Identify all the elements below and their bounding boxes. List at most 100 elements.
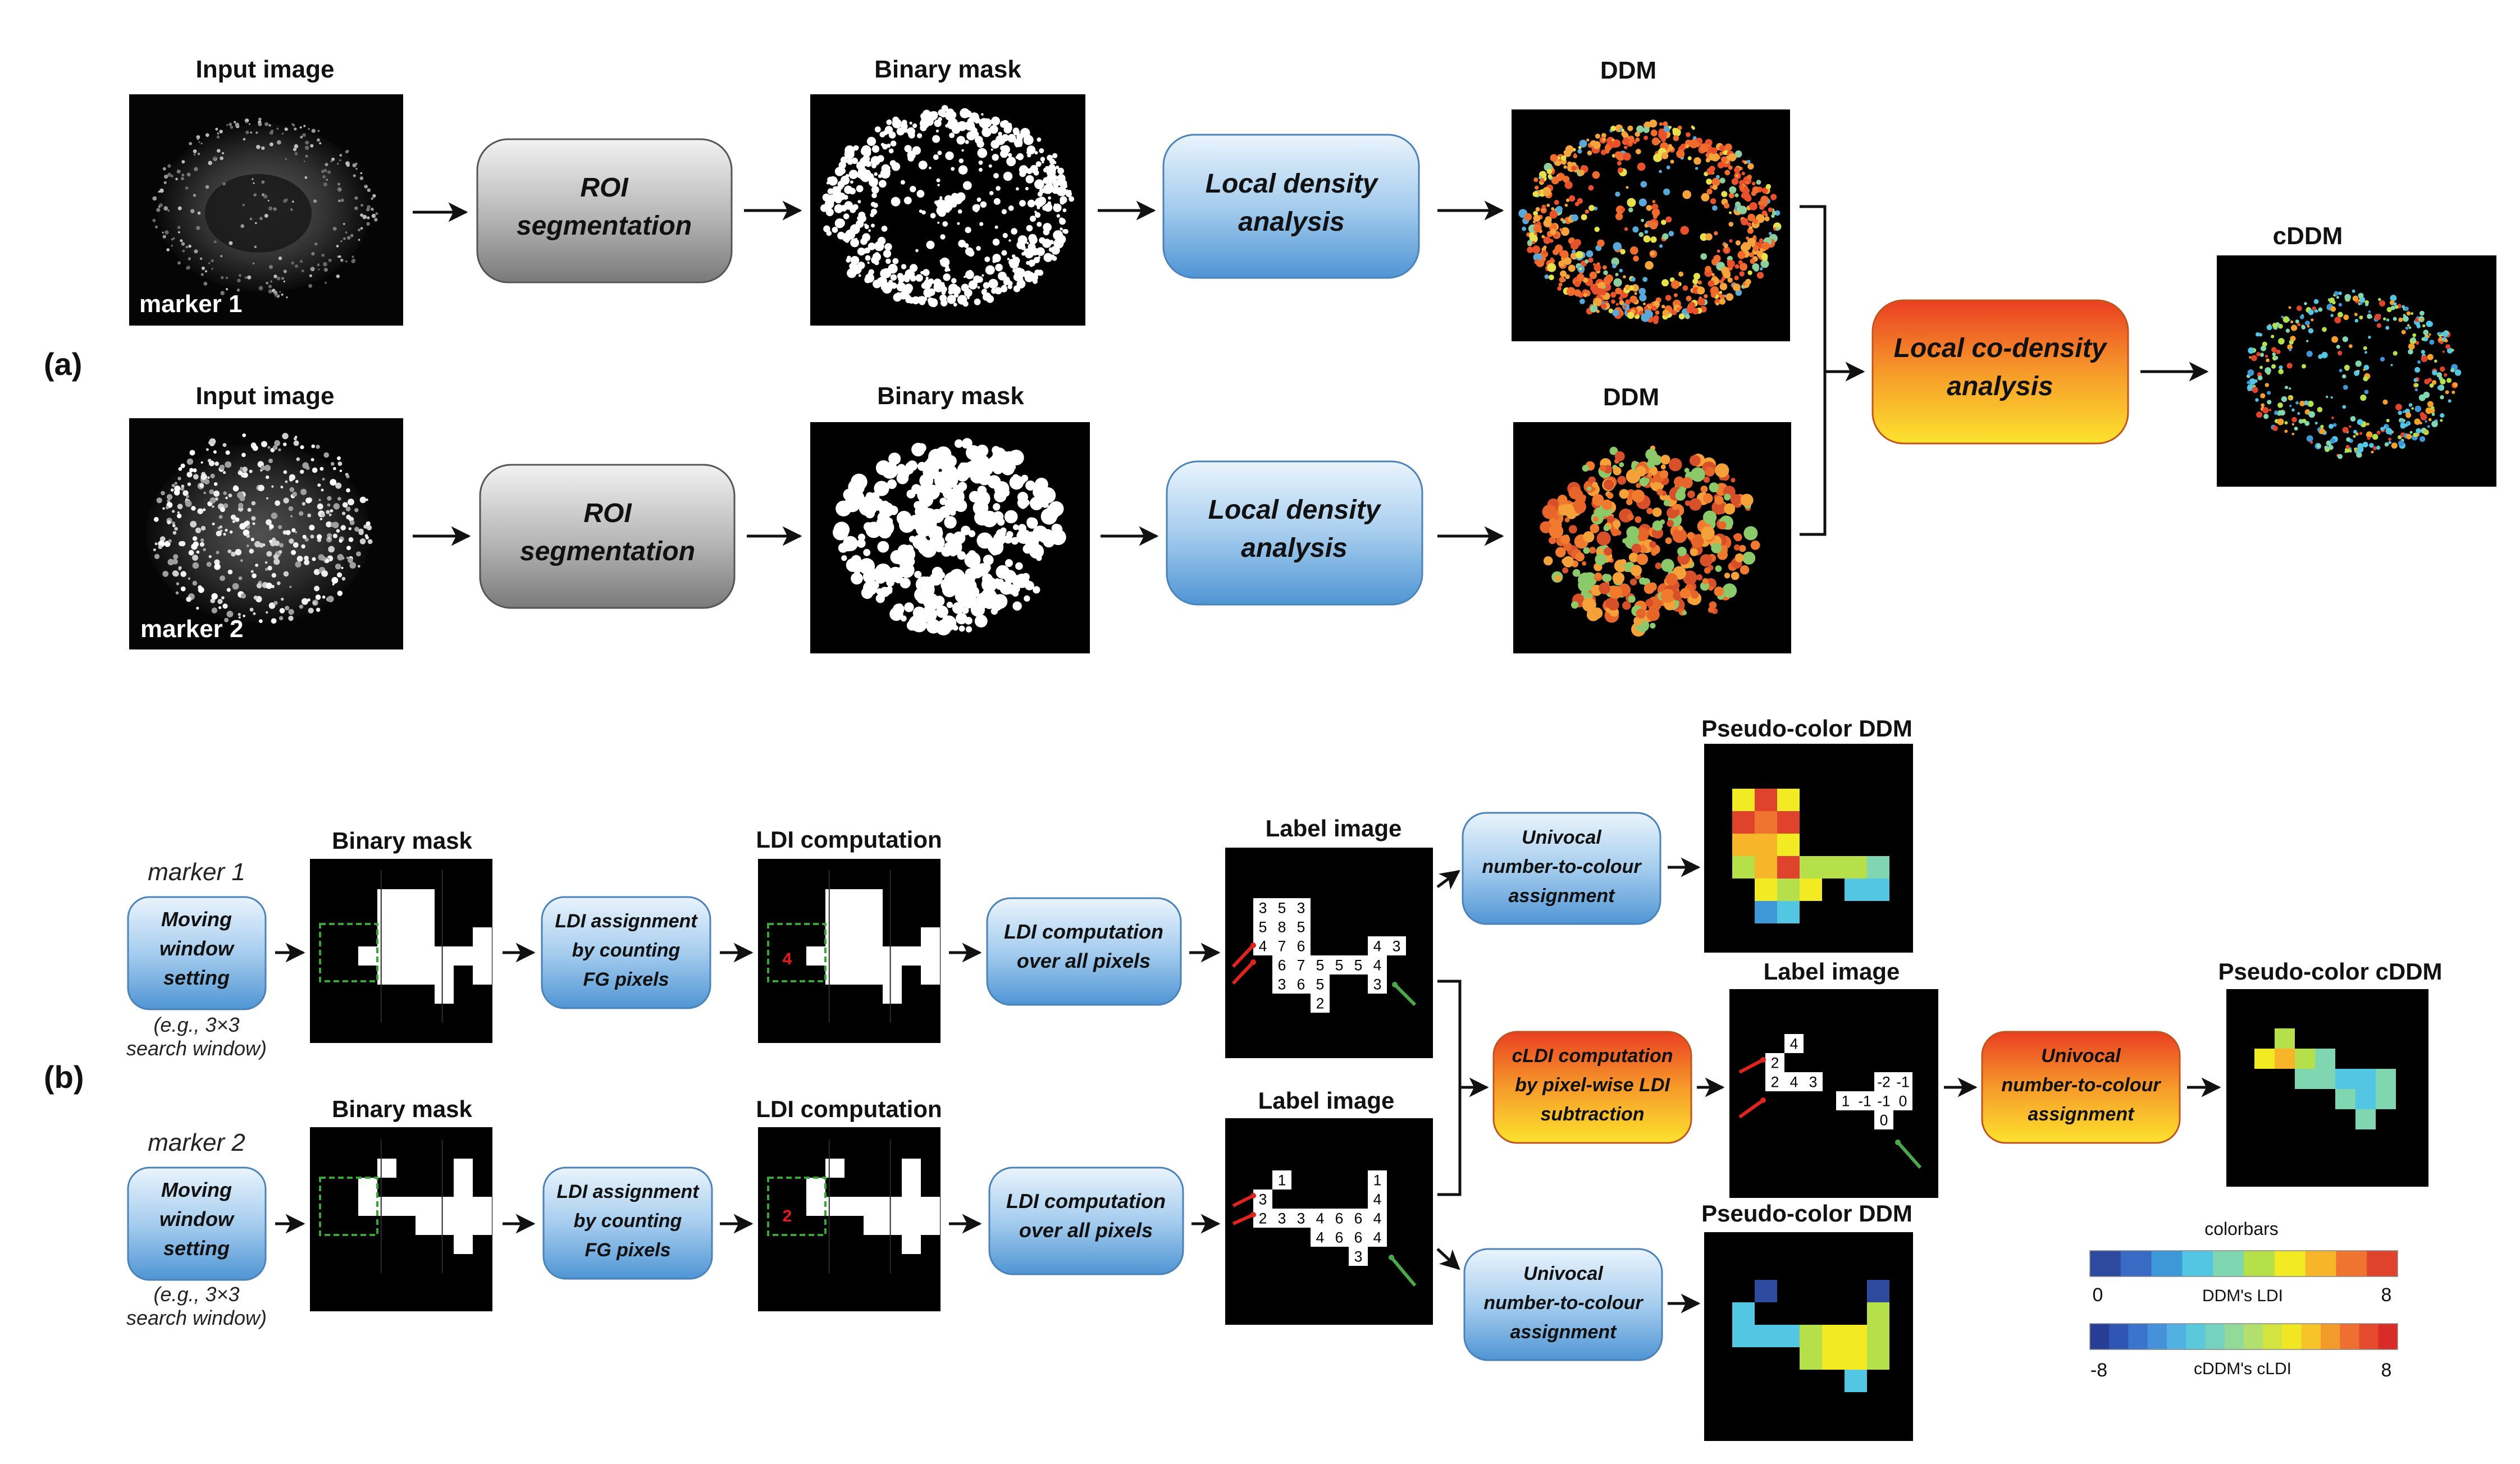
image-speckle — [339, 159, 341, 162]
image-speckle — [330, 509, 334, 513]
cddm-blob — [2338, 291, 2342, 295]
image-speckle — [357, 565, 360, 568]
mask-blob — [967, 249, 975, 257]
image-speckle — [153, 548, 156, 551]
mask-blob — [893, 293, 902, 302]
image-speckle — [253, 193, 257, 197]
image-speckle — [364, 534, 368, 538]
mask-blob — [1048, 204, 1052, 207]
cddm-blob — [2339, 369, 2343, 373]
label-cell — [1368, 955, 1387, 975]
mask-blob — [1053, 238, 1064, 249]
mask-blob — [851, 555, 862, 566]
mask-blob — [883, 249, 892, 258]
cddm-blob — [2304, 420, 2310, 426]
ddm-blob — [1756, 180, 1761, 185]
ddm-blob — [1568, 264, 1576, 272]
ddm-blob — [1729, 211, 1732, 214]
cddm-blob — [2260, 345, 2267, 351]
cddm-blob — [2423, 391, 2430, 399]
pseudo-pixel — [1867, 879, 1889, 901]
univocal-box-2: Univocal number-to-colour assignment — [1463, 1248, 1663, 1361]
ddm-blob — [1684, 314, 1690, 319]
image-speckle — [318, 498, 321, 501]
cddm-blob — [2329, 297, 2335, 303]
image-speckle — [213, 482, 218, 486]
mask-blob — [915, 249, 919, 253]
image-speckle — [194, 249, 198, 254]
ddm-blob — [1541, 235, 1545, 239]
image-speckle — [250, 131, 252, 134]
image-speckle — [302, 133, 306, 137]
pseudo-pixel — [1845, 1347, 1867, 1370]
mask-blob — [867, 275, 871, 279]
ddm-blob — [1693, 273, 1700, 280]
ddm-blob — [1746, 159, 1751, 164]
label-cell — [1311, 955, 1330, 975]
ddm-blob — [1710, 198, 1716, 204]
ddm-blob — [1581, 214, 1587, 221]
image-speckle — [208, 441, 212, 445]
ddm-blob — [1677, 307, 1681, 312]
image-speckle — [214, 461, 219, 466]
ddm-blob — [1559, 277, 1565, 283]
ddm-blob — [1615, 273, 1619, 277]
window-note-2-line-2: search window) — [126, 1306, 267, 1329]
mask-blob — [1025, 175, 1034, 184]
image-speckle — [278, 448, 281, 451]
mask-blob — [992, 239, 1000, 246]
mask-blob — [1026, 275, 1033, 282]
label-cell — [1893, 1072, 1912, 1091]
image-speckle — [211, 593, 218, 600]
pseudo-pixel — [2295, 1049, 2315, 1069]
image-speckle — [176, 169, 181, 174]
ddm-blob — [1729, 186, 1737, 194]
mask-blob — [952, 602, 964, 614]
ddm-blob — [1734, 264, 1740, 269]
ddm-blob — [1741, 218, 1749, 226]
mask-blob — [938, 208, 946, 217]
cddm-blob — [2412, 333, 2417, 337]
image-speckle — [269, 539, 273, 543]
ddm-blob — [1527, 240, 1533, 246]
mask-blob — [1060, 196, 1067, 204]
cddm-blob — [2307, 306, 2311, 310]
image-speckle — [180, 487, 185, 491]
image-speckle — [346, 514, 351, 520]
image-speckle — [177, 261, 181, 265]
image-speckle — [186, 458, 194, 465]
mask-blob — [983, 282, 990, 289]
image-speckle — [231, 551, 236, 557]
cddm-blob — [2414, 405, 2422, 413]
image-speckle — [225, 529, 228, 532]
mask-blob — [989, 593, 999, 603]
cddm-blob — [2363, 368, 2366, 371]
ddm-blob — [1585, 259, 1589, 264]
label-number: 4 — [1259, 938, 1267, 955]
ddm-blob — [1547, 263, 1556, 272]
image-speckle — [209, 497, 216, 504]
image-speckle — [230, 514, 236, 520]
mask-blob — [996, 565, 1010, 579]
ddm-blob — [1678, 313, 1685, 319]
image-speckle — [243, 521, 248, 527]
cddm-blob — [2284, 386, 2289, 390]
image-speckle — [295, 561, 302, 568]
cddm-blob — [2342, 336, 2348, 342]
ddm-blob — [1555, 547, 1566, 557]
mask-blob — [878, 180, 887, 188]
ddm-blob — [1734, 201, 1741, 208]
image-speckle — [164, 175, 168, 179]
ddm-blob — [1611, 263, 1617, 268]
ddm-blob — [1682, 190, 1691, 199]
label-number: 4 — [1373, 957, 1382, 974]
ddm-blob — [1652, 527, 1664, 539]
image-speckle — [249, 607, 254, 612]
cddm-blob — [2362, 441, 2368, 448]
ddm-blob — [1677, 125, 1682, 130]
ddm-blob — [1768, 232, 1772, 235]
image-speckle — [243, 138, 246, 141]
label-number: 5 — [1335, 957, 1344, 974]
ddm-blob — [1560, 250, 1569, 259]
grid-pixel — [377, 1197, 396, 1216]
